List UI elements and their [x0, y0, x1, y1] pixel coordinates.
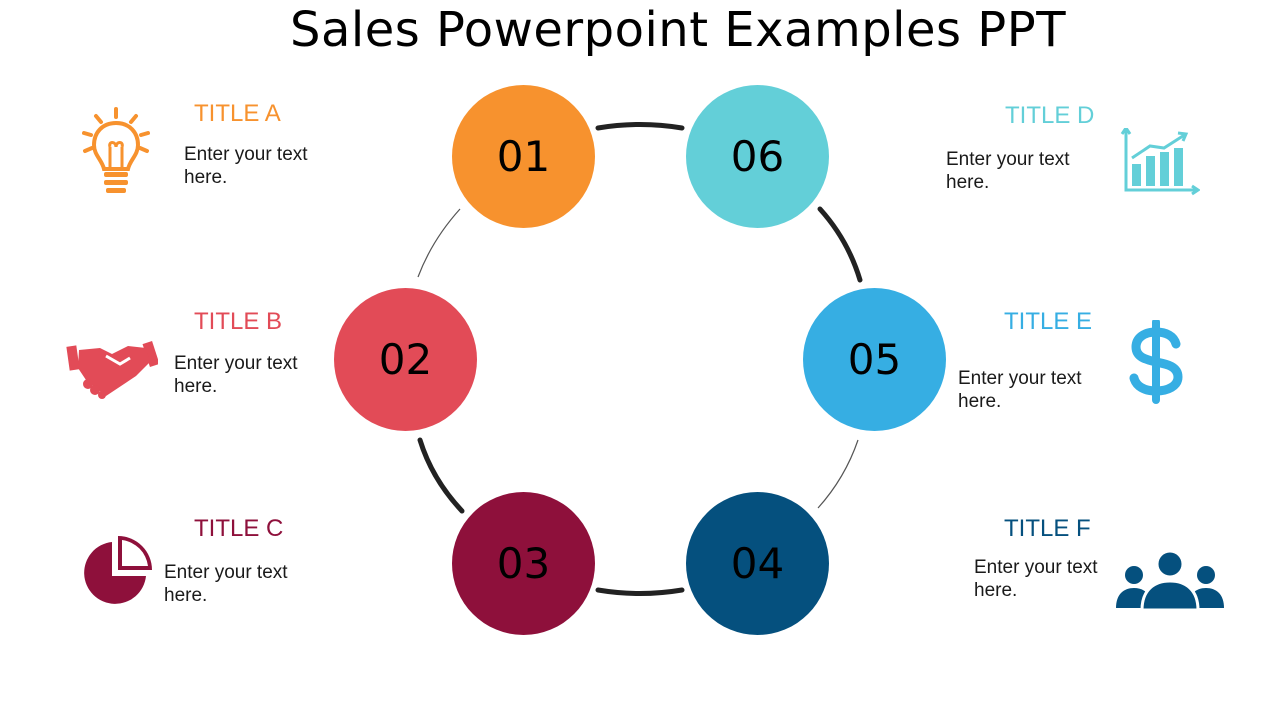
- step-number: 04: [730, 539, 785, 588]
- item-title-b: TITLE B: [194, 308, 283, 335]
- connector-05-04: [817, 439, 859, 509]
- item-text-e: Enter your text here.: [958, 368, 1082, 412]
- step-circle-03: 03: [452, 492, 595, 635]
- item-text-c: Enter your text here.: [164, 562, 288, 606]
- step-circle-02: 02: [334, 288, 477, 431]
- step-number: 03: [496, 539, 551, 588]
- connector-03-02: [417, 437, 465, 514]
- handshake-icon: [66, 341, 158, 399]
- growth-chart-icon: [1120, 128, 1200, 196]
- step-circle-04: 04: [686, 492, 829, 635]
- item-title-a: TITLE A: [194, 100, 281, 127]
- step-circle-06: 06: [686, 85, 829, 228]
- connector-02-01: [417, 208, 461, 278]
- pie-chart-icon: [84, 536, 152, 604]
- item-text-b: Enter your text here.: [174, 353, 298, 397]
- item-title-c: TITLE C: [194, 515, 284, 542]
- connector-01-06: [595, 122, 685, 131]
- team-icon: [1116, 549, 1224, 610]
- step-number: 02: [378, 335, 433, 384]
- step-circle-01: 01: [452, 85, 595, 228]
- item-title-e: TITLE E: [1004, 308, 1093, 335]
- step-number: 05: [847, 335, 902, 384]
- item-text-a: Enter your text here.: [184, 144, 308, 188]
- item-text-d: Enter your text here.: [946, 149, 1070, 193]
- step-number: 06: [730, 132, 785, 181]
- dollar-icon: [1129, 320, 1183, 404]
- item-title-f: TITLE F: [1004, 515, 1091, 542]
- connector-04-03: [595, 587, 685, 596]
- step-number: 01: [496, 132, 551, 181]
- item-text-f: Enter your text here.: [974, 557, 1098, 601]
- lightbulb-icon: [82, 107, 150, 193]
- connector-06-05: [817, 206, 863, 283]
- slide-title: Sales Powerpoint Examples PPT: [289, 2, 1067, 58]
- step-circle-05: 05: [803, 288, 946, 431]
- item-title-d: TITLE D: [1005, 102, 1095, 129]
